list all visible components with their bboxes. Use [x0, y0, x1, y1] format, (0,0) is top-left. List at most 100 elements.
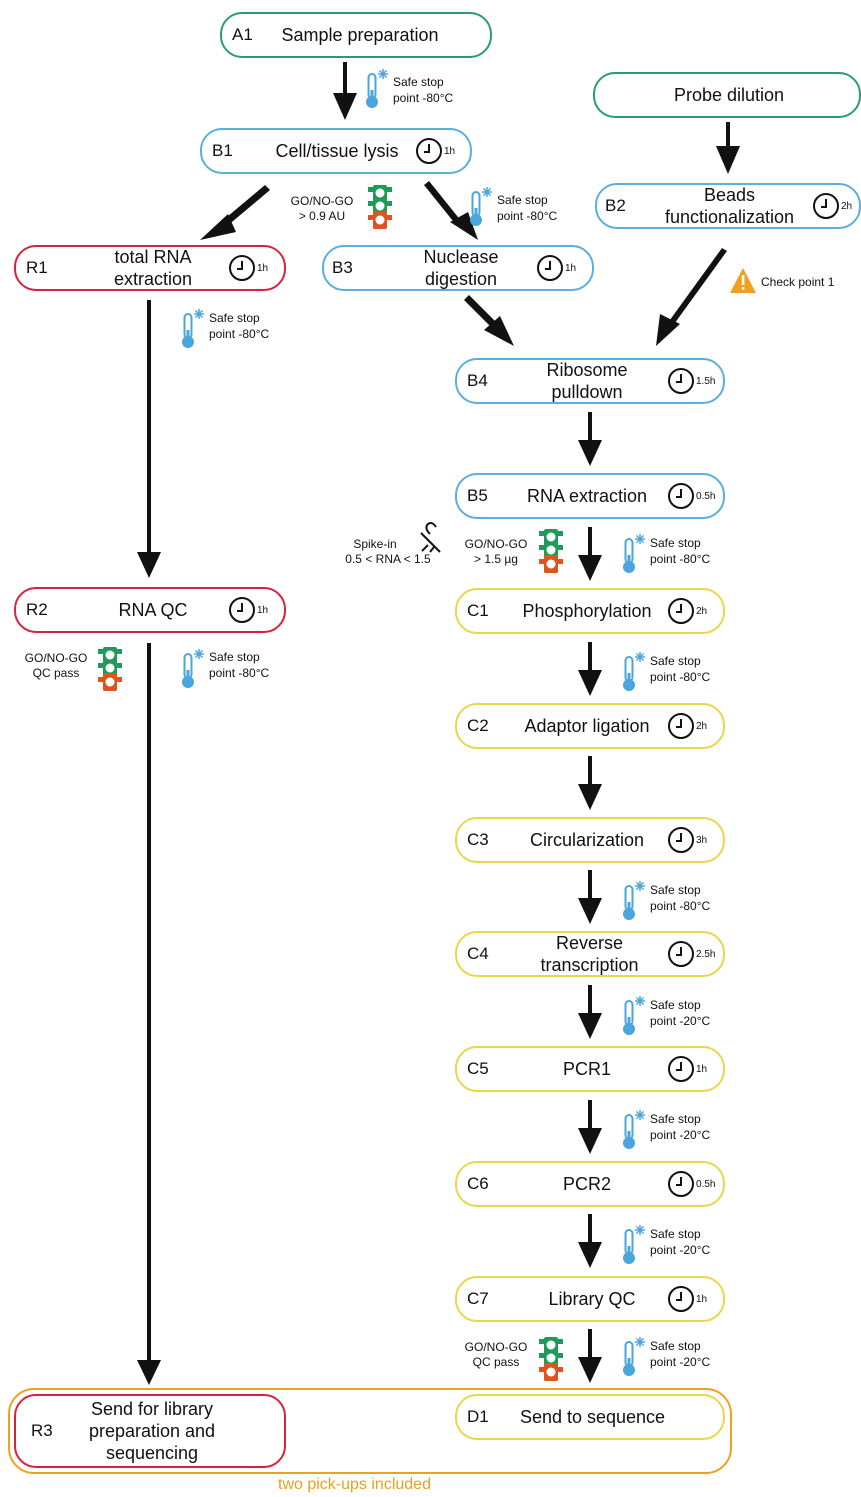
node-a1-id: A1	[232, 25, 253, 44]
node-d1-label: Send to sequence	[519, 1407, 666, 1427]
clock-icon	[668, 1056, 694, 1082]
arrow-c4-c5	[578, 985, 602, 1039]
node-a1: A1 Sample preparation	[220, 12, 492, 58]
node-c1-time: 2h	[667, 597, 707, 625]
node-c2-time: 2h	[667, 712, 707, 740]
traffic-light-icon	[539, 529, 563, 573]
node-r1-id: R1	[26, 258, 48, 277]
node-b1-time: 1h	[415, 137, 455, 165]
node-b5-time: 0.5h	[667, 482, 715, 510]
node-b3-label: Nuclease digestion	[423, 247, 499, 289]
clock-icon	[668, 827, 694, 853]
node-c5-time: 1h	[667, 1055, 707, 1083]
warning-icon	[730, 268, 756, 293]
thermometer-icon	[622, 995, 646, 1036]
node-r2: R2 RNA QC 1h	[14, 587, 286, 633]
node-c3: C3 Circularization 3h	[455, 817, 725, 863]
pipette-icon	[420, 522, 441, 553]
clock-icon	[668, 941, 694, 967]
node-b1-id: B1	[212, 141, 233, 160]
node-c7-label: Library QC	[548, 1289, 636, 1309]
thermometer-icon	[622, 1224, 646, 1265]
node-b1: B1 Cell/tissue lysis 1h	[200, 128, 472, 174]
arrow-a1-b1	[333, 62, 357, 120]
node-probe-dilution: Probe dilution	[593, 72, 861, 118]
arrow-b4-b5	[578, 412, 602, 466]
node-b2-id: B2	[605, 196, 626, 215]
thermometer-icon	[622, 1336, 646, 1377]
gonogo-b5: GO/NO-GO> 1.5 µg	[464, 537, 528, 566]
node-b3-time: 1h	[536, 254, 576, 282]
node-c7-time: 1h	[667, 1285, 707, 1313]
clock-icon	[229, 255, 255, 281]
arrow-c1-c2	[578, 642, 602, 696]
node-c5-id: C5	[467, 1059, 489, 1078]
node-c7: C7 Library QC 1h	[455, 1276, 725, 1322]
arrow-probe-b2	[716, 122, 740, 174]
node-c1-id: C1	[467, 601, 489, 620]
node-c4: C4 Reverse transcription 2.5h	[455, 931, 725, 977]
node-c4-label: Reverse transcription	[540, 933, 639, 975]
node-r1: R1 total RNA extraction 1h	[14, 245, 286, 291]
arrow-b1-b3	[424, 181, 478, 240]
node-r2-time: 1h	[228, 596, 268, 624]
node-b4: B4 Ribosome pulldown 1.5h	[455, 358, 725, 404]
node-d1-id: D1	[467, 1407, 489, 1426]
node-c2: C2 Adaptor ligation 2h	[455, 703, 725, 749]
node-b5-id: B5	[467, 486, 488, 505]
thermometer-icon	[181, 308, 205, 349]
node-b5: B5 RNA extraction 0.5h	[455, 473, 725, 519]
clock-icon	[537, 255, 563, 281]
clock-icon	[668, 1171, 694, 1197]
clock-icon	[668, 1286, 694, 1312]
arrow-r2-r3	[137, 643, 161, 1385]
node-c6-time: 0.5h	[667, 1170, 715, 1198]
node-b1-label: Cell/tissue lysis	[275, 141, 399, 161]
clock-icon	[416, 138, 442, 164]
traffic-light-icon	[98, 647, 122, 691]
thermometer-icon	[622, 651, 646, 692]
arrow-b5-c1	[578, 527, 602, 581]
arrow-c7-d1	[578, 1329, 602, 1383]
node-c6-label: PCR2	[562, 1174, 611, 1194]
node-c7-id: C7	[467, 1289, 489, 1308]
node-probe-label: Probe dilution	[673, 85, 785, 105]
node-r2-id: R2	[26, 600, 48, 619]
arrow-c2-c3	[578, 756, 602, 810]
arrow-c6-c7	[578, 1214, 602, 1268]
footer-note: two pick-ups included	[278, 1476, 431, 1493]
clock-icon	[668, 598, 694, 624]
clock-icon	[668, 483, 694, 509]
node-c4-id: C4	[467, 944, 489, 963]
node-c2-id: C2	[467, 716, 489, 735]
arrow-b2-b4	[656, 248, 727, 346]
node-r2-label: RNA QC	[118, 600, 188, 620]
node-c3-id: C3	[467, 830, 489, 849]
thermometer-icon	[622, 880, 646, 921]
node-b5-label: RNA extraction	[526, 486, 648, 506]
clock-icon	[668, 713, 694, 739]
traffic-light-icon	[368, 185, 392, 229]
node-r3: R3 Send for library preparation and sequ…	[14, 1394, 286, 1468]
node-b4-id: B4	[467, 371, 488, 390]
thermometer-icon	[622, 533, 646, 574]
node-b4-label: Ribosome pulldown	[546, 360, 628, 402]
gonogo-b1: GO/NO-GO> 0.9 AU	[290, 194, 354, 223]
node-b2: B2 Beads functionalization 2h	[595, 183, 861, 229]
thermometer-icon	[365, 68, 389, 109]
thermometer-icon	[181, 648, 205, 689]
node-b4-time: 1.5h	[667, 367, 715, 395]
arrow-r1-r3	[137, 300, 161, 578]
node-c5-label: PCR1	[562, 1059, 611, 1079]
